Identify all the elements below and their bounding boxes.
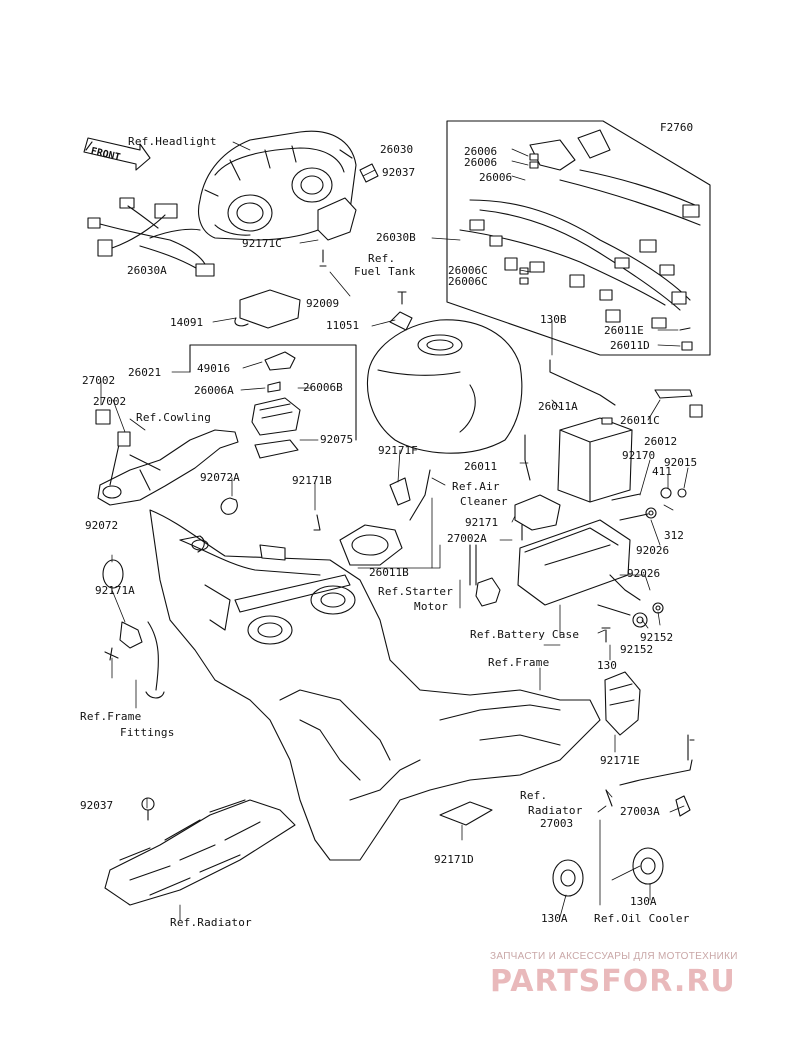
sub-harness-26030A — [87, 197, 215, 277]
bolts-and-washers — [597, 487, 687, 643]
label-130B: 130B — [540, 313, 567, 326]
label-49016: 49016 — [197, 362, 231, 375]
label-92171D: 92171D — [434, 853, 474, 866]
label-26011D: 26011D — [610, 339, 650, 352]
label-26011A: 26011A — [538, 400, 578, 413]
label-26012: 26012 — [644, 435, 678, 448]
label-92072A: 92072A — [200, 471, 240, 484]
label-92171F: 92171F — [378, 444, 418, 457]
label-14091: 14091 — [170, 316, 204, 329]
label-ref-cowling: Ref.Cowling — [136, 411, 212, 424]
label-ref-radiator-bottom: Ref.Radiator — [170, 916, 252, 929]
label-ref-frame-fittings: Ref.Frame — [80, 710, 142, 723]
label-130A-right: 130A — [630, 895, 657, 908]
label-ref-radiator: Ref. — [520, 789, 548, 802]
frame-fittings — [104, 621, 165, 699]
label-ref-frame: Ref.Frame — [488, 656, 550, 669]
label-radiator: Radiator — [528, 804, 583, 817]
label-92171A: 92171A — [95, 584, 135, 597]
main-harness-26030B — [446, 120, 711, 356]
label-26006-b: 26006 — [464, 156, 498, 169]
label-26011: 26011 — [464, 460, 498, 473]
label-ref-fuel: Ref. — [368, 252, 396, 265]
watermark-logo: PARTSFOR.RU — [490, 964, 736, 999]
battery-26012 — [557, 417, 633, 503]
horn-right — [632, 847, 664, 885]
label-92026-b: 92026 — [627, 567, 661, 580]
label-92026-a: 92026 — [636, 544, 670, 557]
label-26011C: 26011C — [620, 414, 660, 427]
leader-lines — [100, 141, 689, 921]
label-92072: 92072 — [85, 519, 119, 532]
label-26006A: 26006A — [194, 384, 234, 397]
label-92037-bottom: 92037 — [80, 799, 114, 812]
headlight-assembly — [197, 130, 357, 241]
label-92171: 92171 — [465, 516, 499, 529]
label-ref-oil-cooler: Ref.Oil Cooler — [594, 912, 690, 925]
label-26030B: 26030B — [376, 231, 416, 244]
label-130A-left: 130A — [541, 912, 568, 925]
starter-relay — [475, 494, 561, 607]
cowling-bracket — [95, 409, 239, 515]
pad-92171D — [439, 801, 493, 826]
label-27002-b: 27002 — [93, 395, 127, 408]
label-26011E: 26011E — [604, 324, 644, 337]
ecu-14091 — [234, 289, 301, 329]
label-26006-c: 26006 — [479, 171, 513, 184]
figure-code: F2760 — [660, 121, 694, 134]
label-27003A: 27003A — [620, 805, 660, 818]
label-fittings: Fittings — [120, 726, 175, 739]
label-312: 312 — [664, 529, 684, 542]
label-27002-a: 27002 — [82, 374, 116, 387]
air-cleaner-cover — [313, 469, 431, 566]
radiator-shroud — [104, 797, 296, 906]
label-411: 411 — [652, 465, 672, 478]
label-92152-b: 92152 — [620, 643, 654, 656]
label-92037-top: 92037 — [382, 166, 416, 179]
battery-cables — [469, 359, 703, 586]
label-130: 130 — [597, 659, 617, 672]
horn-left — [552, 859, 584, 897]
label-26011B: 26011B — [369, 566, 409, 579]
label-ref-air: Ref.Air — [452, 480, 500, 493]
label-ref-headlight: Ref.Headlight — [128, 135, 217, 148]
motorcycle-frame — [149, 509, 601, 861]
label-92170: 92170 — [622, 449, 656, 462]
headlight-bracket — [317, 163, 379, 267]
battery-case — [517, 519, 641, 606]
fuel-tank — [366, 291, 523, 454]
relay-box-parts — [189, 344, 357, 459]
label-92075: 92075 — [320, 433, 354, 446]
label-92015: 92015 — [664, 456, 698, 469]
watermark-tagline: ЗАПЧАСТИ И АКСЕССУАРЫ ДЛЯ МОТОТЕХНИКИ — [490, 951, 738, 962]
label-air-cleaner: Cleaner — [460, 495, 508, 508]
label-ref-battery-case: Ref.Battery Case — [470, 628, 580, 641]
label-26006C-b: 26006C — [448, 275, 488, 288]
label-27002A: 27002A — [447, 532, 487, 545]
label-92152-a: 92152 — [640, 631, 674, 644]
label-26021: 26021 — [128, 366, 162, 379]
label-27003: 27003 — [540, 817, 574, 830]
label-92009: 92009 — [306, 297, 340, 310]
label-starter-motor: Motor — [414, 600, 449, 613]
label-fuel-tank: Fuel Tank — [354, 265, 416, 278]
label-92171C: 92171C — [242, 237, 282, 250]
label-92171E: 92171E — [600, 754, 640, 767]
label-11051: 11051 — [326, 319, 360, 332]
label-26030A: 26030A — [127, 264, 167, 277]
clip-92072 — [102, 559, 124, 589]
label-26006B: 26006B — [303, 381, 343, 394]
label-26006-a: 26006 — [464, 145, 498, 158]
label-26030: 26030 — [380, 143, 414, 156]
label-92171B: 92171B — [292, 474, 332, 487]
label-26006C-a: 26006C — [448, 264, 488, 277]
label-ref-starter: Ref.Starter — [378, 585, 454, 598]
horn-bracket — [604, 671, 695, 817]
front-arrow-icon — [83, 137, 151, 171]
